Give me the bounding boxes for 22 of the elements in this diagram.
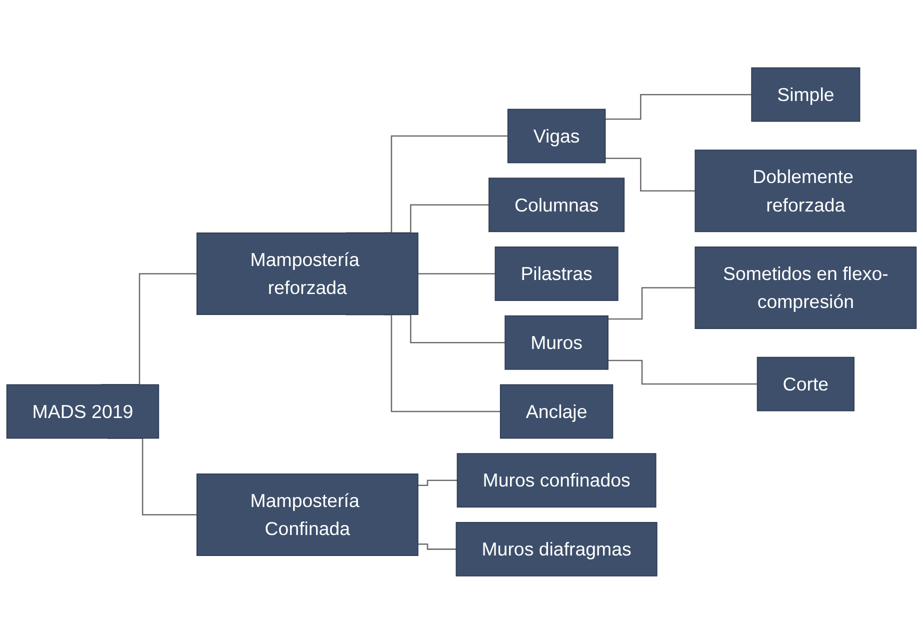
node-box: Muros confinados [456, 452, 656, 508]
node-box: Anclaje [500, 384, 614, 438]
node-box: Simple [751, 66, 860, 122]
node-box: Pilastras [494, 246, 618, 301]
node-box: Corte [756, 356, 854, 411]
node-box: MADS 2019 [6, 384, 160, 438]
node-box: Muros [504, 315, 608, 370]
node-box: Vigas [507, 108, 606, 163]
connector [605, 157, 696, 192]
connector [605, 94, 752, 120]
connector [608, 359, 758, 384]
connector [107, 437, 197, 515]
node-box: Doblemente reforzada [694, 149, 917, 232]
connector [418, 479, 458, 486]
node-box: Mampostería reforzada [196, 232, 418, 315]
node-box: Columnas [488, 177, 625, 232]
connector [418, 272, 496, 274]
node-box: Muros diafragmas [456, 522, 658, 576]
node-box: Mampostería Confinada [196, 473, 418, 556]
connector [418, 543, 456, 550]
connector [608, 286, 696, 320]
node-box: Sometidos en flexo-compresión [694, 246, 917, 329]
